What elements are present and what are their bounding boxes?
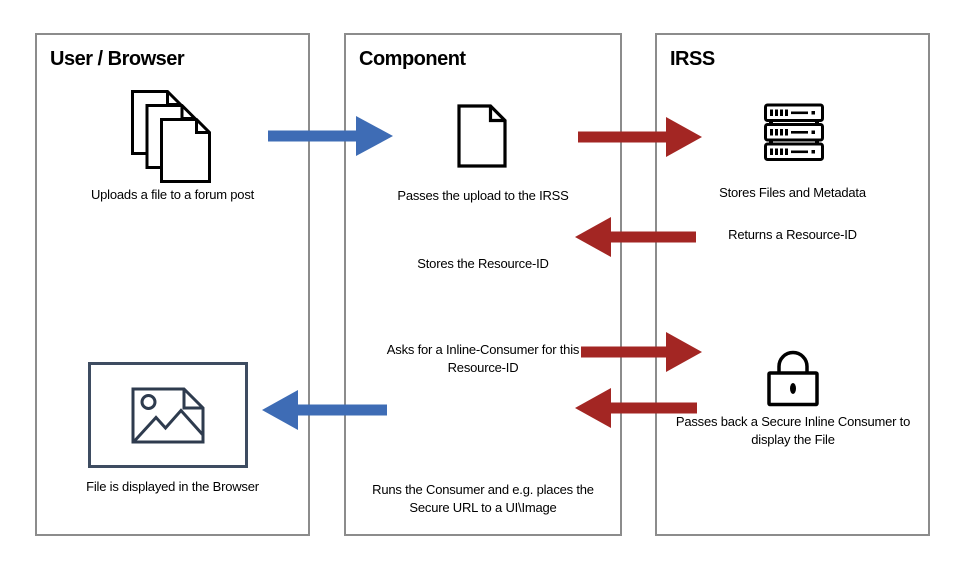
lock-icon xyxy=(767,350,819,407)
label-stores-files: Stores Files and Metadata xyxy=(719,185,866,200)
server-leds xyxy=(770,109,815,155)
image-icon xyxy=(131,387,205,443)
lane-irss-title: IRSS xyxy=(670,48,715,70)
lane-component-title: Component xyxy=(359,48,466,70)
label-stores-resource-id: Stores the Resource-ID xyxy=(417,256,549,271)
label-uploads-file: Uploads a file to a forum post xyxy=(90,187,255,202)
label-passes-upload: Passes the upload to the IRSS xyxy=(397,188,569,203)
label-asks-inline-consumer: Asks for a Inline-Consumer for this Reso… xyxy=(386,342,580,375)
lane-user-browser-title: User / Browser xyxy=(50,48,185,70)
browser-window-frame xyxy=(88,362,248,468)
label-passes-back-consumer: Passes back a Secure Inline Consumer to … xyxy=(675,414,911,447)
label-runs-consumer: Runs the Consumer and e.g. places the Se… xyxy=(372,482,594,515)
files-icon xyxy=(131,90,211,183)
label-file-displayed: File is displayed in the Browser xyxy=(86,479,259,494)
label-returns-resource-id: Returns a Resource-ID xyxy=(728,227,857,242)
server-icon xyxy=(764,103,824,161)
document-icon xyxy=(457,104,507,168)
